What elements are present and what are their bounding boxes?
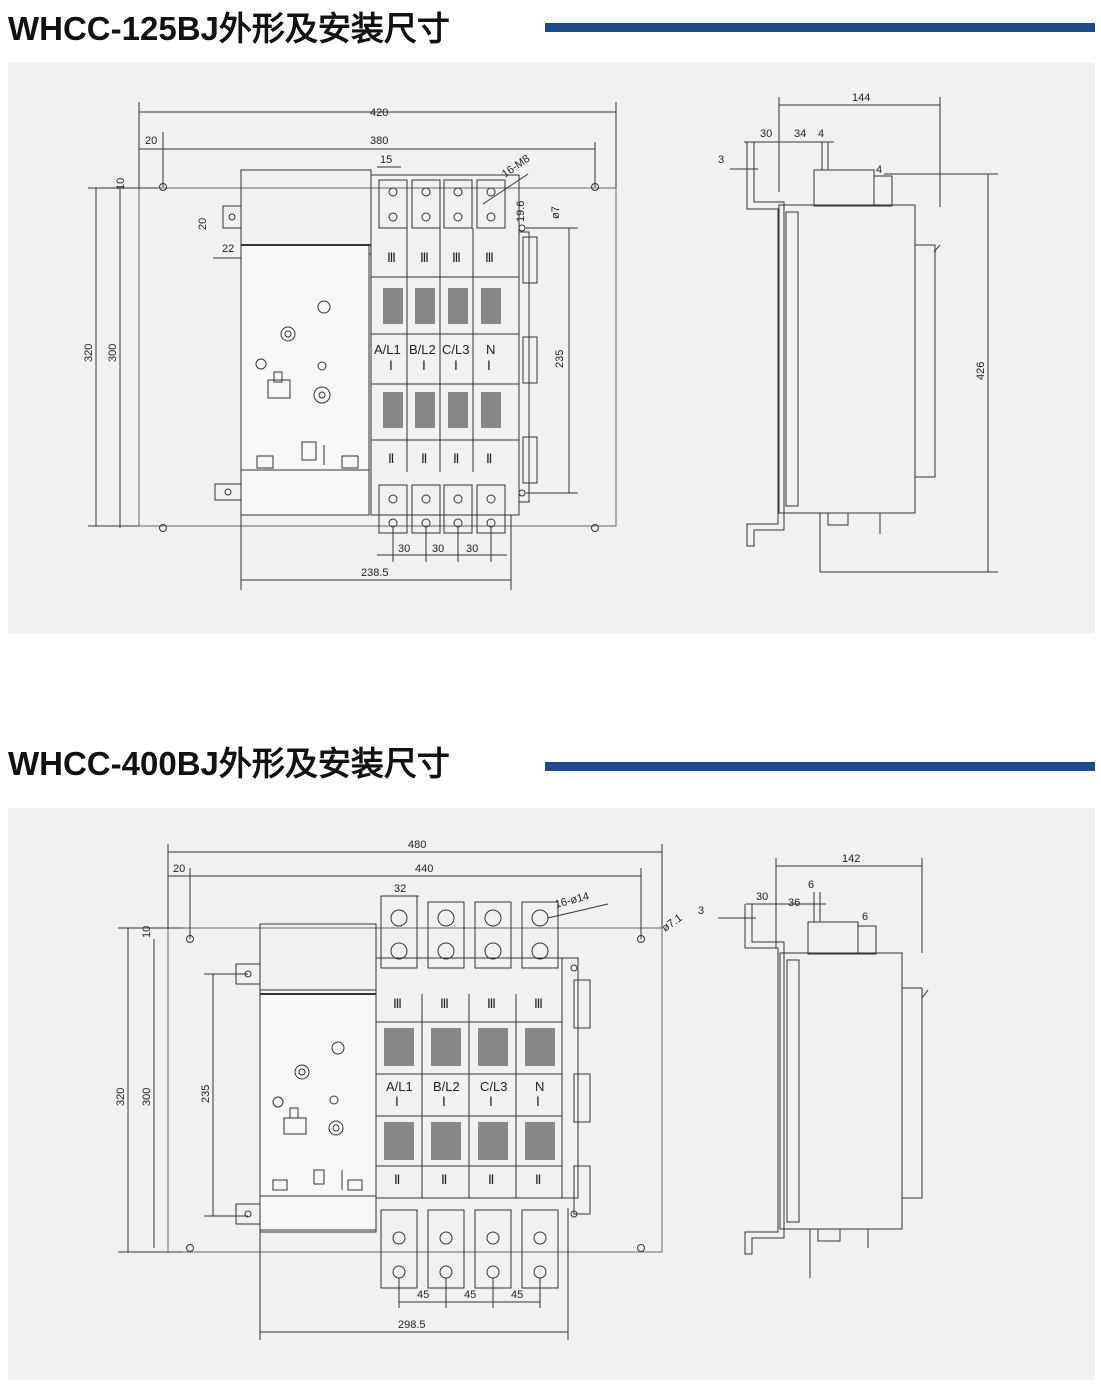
dim-pitch-2-400: 45	[464, 1289, 476, 1301]
side-dim-4b: 4	[876, 164, 882, 176]
dim-235: 235	[554, 350, 566, 368]
roman-bottom-4: Ⅱ	[486, 451, 492, 466]
dim-19-6: 19.6	[515, 201, 527, 222]
dim-hole-dia: ø7	[550, 206, 562, 219]
roman-bottom-4-400: Ⅱ	[535, 1172, 541, 1187]
dim-238-5: 238.5	[361, 567, 389, 579]
dim-hole-dia-400: ø7.1	[660, 912, 685, 934]
dim-300-400: 300	[141, 1088, 153, 1106]
dim-pitch-3-400: 45	[511, 1289, 523, 1301]
dim-pitch-1-400: 45	[417, 1289, 429, 1301]
title-accent-bar-400	[545, 762, 1095, 771]
dimension-drawing-125: 420 20 380 15 16-M8 320 300 10 20 22	[83, 92, 998, 590]
side-dim-6b: 6	[862, 911, 868, 923]
dim-16-m8: 16-M8	[500, 153, 532, 181]
side-dim-34: 34	[794, 128, 806, 140]
roman-top-2: Ⅲ	[420, 250, 429, 265]
roman-mid-4: Ⅰ	[487, 358, 491, 373]
roman-bottom-2-400: Ⅱ	[441, 1172, 447, 1187]
roman-mid-3: Ⅰ	[454, 358, 458, 373]
phase-label-n: N	[486, 342, 495, 357]
front-view-400: 480 20 440 32 16-ø14 ø7.1 320 300 10 235	[115, 839, 685, 1340]
roman-bottom-2: Ⅱ	[421, 451, 427, 466]
roman-mid-4-400: Ⅰ	[536, 1094, 540, 1109]
side-dim-3: 3	[718, 154, 724, 166]
dim-380: 380	[370, 135, 388, 147]
drawing-panel-125: 420 20 380 15 16-M8 320 300 10 20 22	[8, 62, 1095, 634]
roman-bottom-3-400: Ⅱ	[488, 1172, 494, 1187]
side-dim-6a: 6	[808, 879, 814, 891]
side-dim-30-400: 30	[756, 891, 768, 903]
dim-15: 15	[380, 154, 392, 166]
side-dim-4a: 4	[818, 128, 824, 140]
side-dim-3-400: 3	[698, 905, 704, 917]
dim-pitch-1: 30	[398, 543, 410, 555]
dim-440: 440	[415, 863, 433, 875]
section-title-125: WHCC-125BJ外形及安装尺寸	[8, 10, 450, 47]
dim-420: 420	[370, 107, 388, 119]
section-title-400: WHCC-400BJ外形及安装尺寸	[8, 745, 450, 782]
dim-320: 320	[83, 344, 95, 362]
dim-235-400: 235	[200, 1085, 212, 1103]
dim-pitch-2: 30	[432, 543, 444, 555]
side-dim-36: 36	[788, 897, 800, 909]
dim-16-o14: 16-ø14	[554, 890, 591, 911]
side-dim-142: 142	[842, 853, 860, 865]
dim-10-400: 10	[141, 926, 153, 938]
phase-label-n-400: N	[535, 1079, 544, 1094]
roman-mid-1: Ⅰ	[389, 358, 393, 373]
roman-top-4-400: Ⅲ	[534, 996, 543, 1011]
dim-320-400: 320	[115, 1088, 127, 1106]
roman-top-2-400: Ⅲ	[440, 996, 449, 1011]
roman-bottom-3: Ⅱ	[453, 451, 459, 466]
roman-top-4: Ⅲ	[485, 250, 494, 265]
dim-10: 10	[115, 178, 127, 190]
phase-label-c: C/L3	[442, 342, 469, 357]
roman-mid-2: Ⅰ	[422, 358, 426, 373]
phase-label-a-400: A/L1	[386, 1079, 413, 1094]
roman-top-1-400: Ⅲ	[393, 996, 402, 1011]
front-view-125: 420 20 380 15 16-M8 320 300 10 20 22	[83, 102, 617, 590]
dimension-drawing-400: 480 20 440 32 16-ø14 ø7.1 320 300 10 235	[115, 839, 929, 1340]
dim-pitch-3: 30	[466, 543, 478, 555]
roman-top-3-400: Ⅲ	[487, 996, 496, 1011]
dim-480: 480	[408, 839, 426, 851]
phase-label-c-400: C/L3	[480, 1079, 507, 1094]
dim-ear-22: 22	[222, 243, 234, 255]
title-accent-bar-125	[545, 23, 1095, 32]
dim-32: 32	[394, 883, 406, 895]
side-dim-30: 30	[760, 128, 772, 140]
side-view-125: 144 30 34 4 3 4 426	[718, 92, 998, 573]
roman-top-3: Ⅲ	[452, 250, 461, 265]
roman-mid-3-400: Ⅰ	[489, 1094, 493, 1109]
roman-mid-1-400: Ⅰ	[395, 1094, 399, 1109]
roman-mid-2-400: Ⅰ	[442, 1094, 446, 1109]
side-dim-426: 426	[975, 362, 987, 380]
dim-298-5: 298.5	[398, 1319, 426, 1331]
phase-label-b: B/L2	[409, 342, 436, 357]
phase-labels-400: A/L1 B/L2 C/L3 N Ⅲ Ⅲ Ⅲ Ⅲ Ⅰ Ⅰ Ⅰ Ⅰ Ⅱ Ⅱ Ⅱ Ⅱ	[386, 996, 544, 1187]
roman-bottom-1: Ⅱ	[388, 451, 394, 466]
side-view-400: 142 30 36 6 3 6	[698, 853, 929, 1278]
phase-label-a: A/L1	[374, 342, 401, 357]
roman-bottom-1-400: Ⅱ	[394, 1172, 400, 1187]
side-dim-144: 144	[852, 92, 870, 104]
dim-20-top-400: 20	[173, 863, 185, 875]
phase-label-b-400: B/L2	[433, 1079, 460, 1094]
roman-top-1: Ⅲ	[387, 250, 396, 265]
dim-20-top: 20	[145, 135, 157, 147]
drawing-panel-400: 480 20 440 32 16-ø14 ø7.1 320 300 10 235	[8, 808, 1095, 1380]
dim-ear-20: 20	[197, 218, 209, 230]
dim-300: 300	[107, 344, 119, 362]
phase-labels-125: A/L1 B/L2 C/L3 N Ⅲ Ⅲ Ⅲ Ⅲ Ⅰ Ⅰ Ⅰ Ⅰ Ⅱ Ⅱ Ⅱ Ⅱ	[374, 250, 495, 466]
